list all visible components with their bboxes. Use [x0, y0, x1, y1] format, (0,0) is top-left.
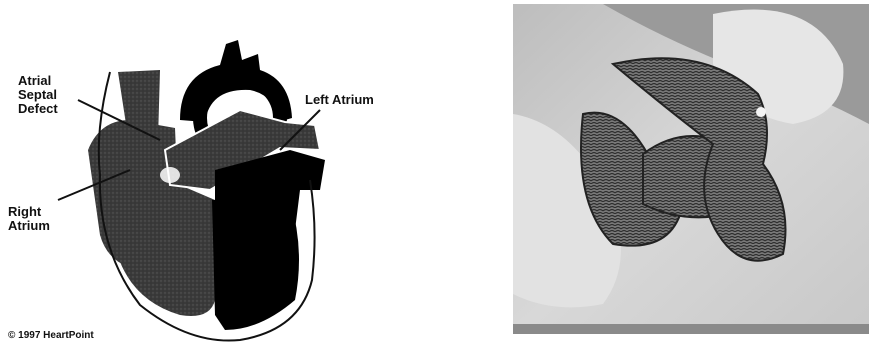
device-hub — [756, 107, 766, 117]
label-atrial-septal-defect: Atrial Septal Defect — [18, 74, 58, 116]
label-left-atrium: Left Atrium — [305, 93, 374, 107]
photo-bottom-shadow — [513, 324, 869, 334]
right-ventricle — [114, 185, 215, 316]
copyright-notice: © 1997 HeartPoint — [8, 330, 94, 341]
left-ventricle — [212, 200, 299, 330]
occluder-photo — [513, 4, 869, 334]
heart-diagram — [0, 0, 440, 348]
label-right-atrium: Right Atrium — [8, 205, 50, 233]
septal-defect — [160, 167, 180, 183]
